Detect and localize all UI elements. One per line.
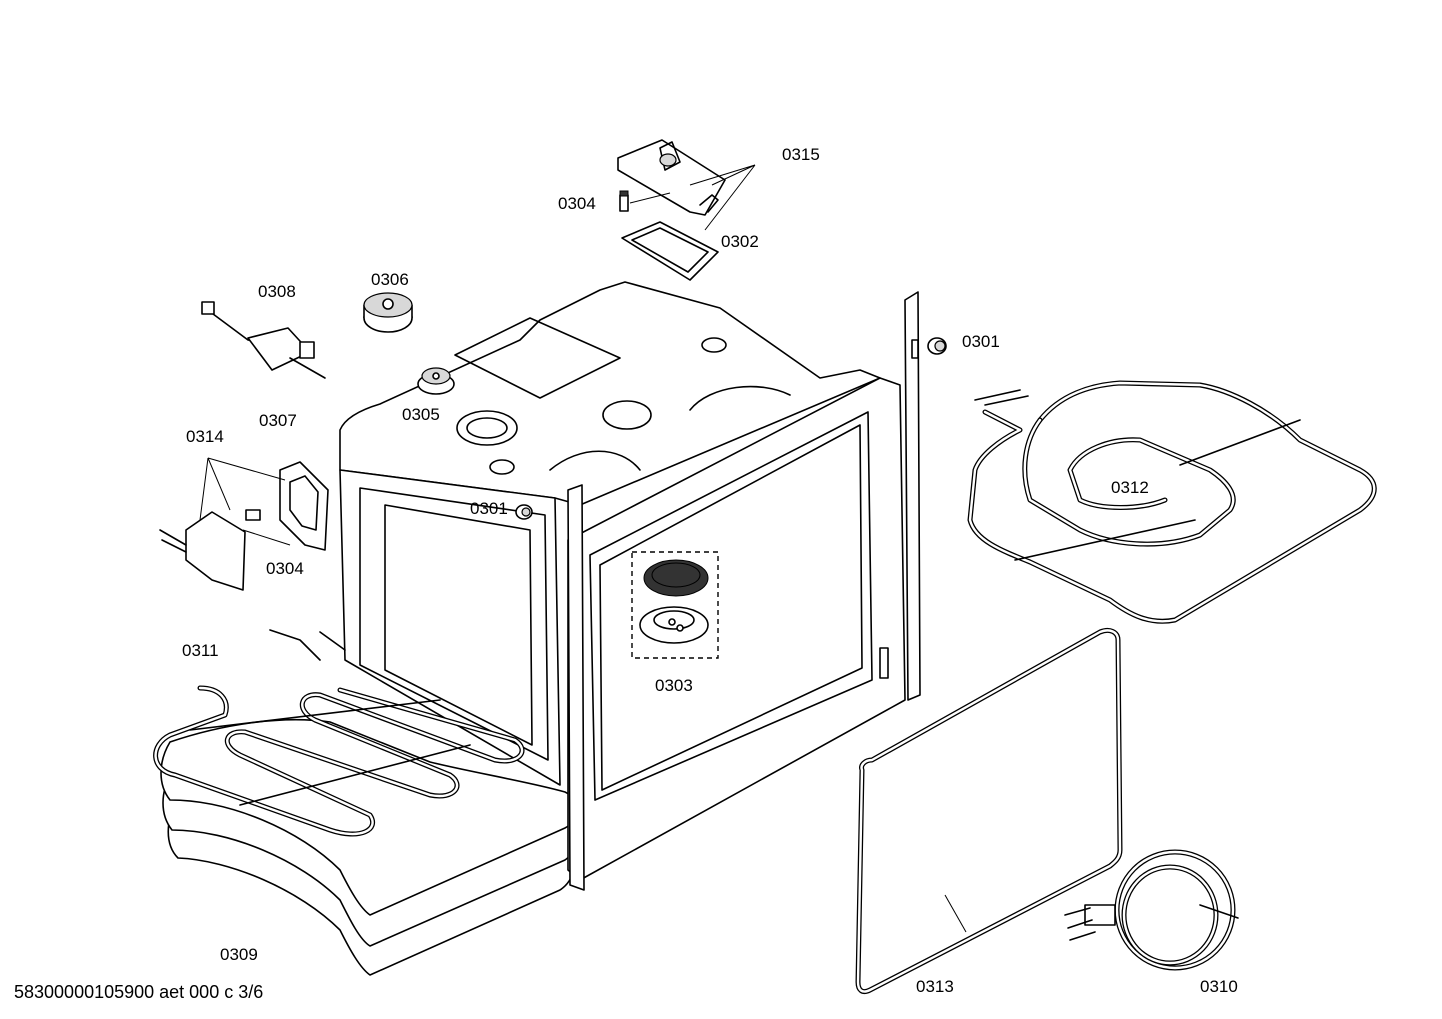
- label-0315: 0315: [782, 145, 820, 164]
- label-0303: 0303: [655, 676, 693, 695]
- round-heating-element-0310: [1064, 849, 1239, 971]
- control-module-0314: [159, 457, 286, 591]
- lower-heating-element-0311: [153, 629, 525, 837]
- label-0308: 0308: [258, 282, 296, 301]
- switch-assembly-0308: [201, 301, 326, 379]
- grill-heating-element-0312: [967, 380, 1377, 624]
- label-0304-top: 0304: [558, 194, 596, 213]
- door-seal-0313: [855, 627, 1123, 995]
- label-0304-left: 0304: [266, 559, 304, 578]
- label-0306: 0306: [371, 270, 409, 289]
- small-connector-0304-top: [619, 190, 671, 212]
- lamp-cover-0307: [279, 461, 329, 551]
- label-0301-right: 0301: [962, 332, 1000, 351]
- diagram-reference-code: 58300000105900 aet 000 c 3/6: [14, 982, 264, 1002]
- oven-cavity: [339, 281, 921, 891]
- label-0301-mid: 0301: [470, 499, 508, 518]
- tray-0302: [621, 221, 719, 281]
- label-0313: 0313: [916, 977, 954, 996]
- label-0302: 0302: [721, 232, 759, 251]
- label-0305: 0305: [402, 405, 440, 424]
- label-0314: 0314: [186, 427, 224, 446]
- cap-0301-right: [927, 337, 947, 355]
- cap-0301-mid: [515, 504, 533, 520]
- knob-0305: [417, 367, 455, 395]
- label-0310: 0310: [1200, 977, 1238, 996]
- label-0312: 0312: [1111, 478, 1149, 497]
- fan-assembly-0303: [631, 551, 719, 659]
- bracket-plate-0315: [617, 139, 756, 231]
- knob-0306: [363, 292, 413, 333]
- label-0311: 0311: [182, 641, 219, 660]
- label-0307: 0307: [259, 411, 297, 430]
- label-0309: 0309: [220, 945, 258, 964]
- leader-lines: [242, 529, 967, 933]
